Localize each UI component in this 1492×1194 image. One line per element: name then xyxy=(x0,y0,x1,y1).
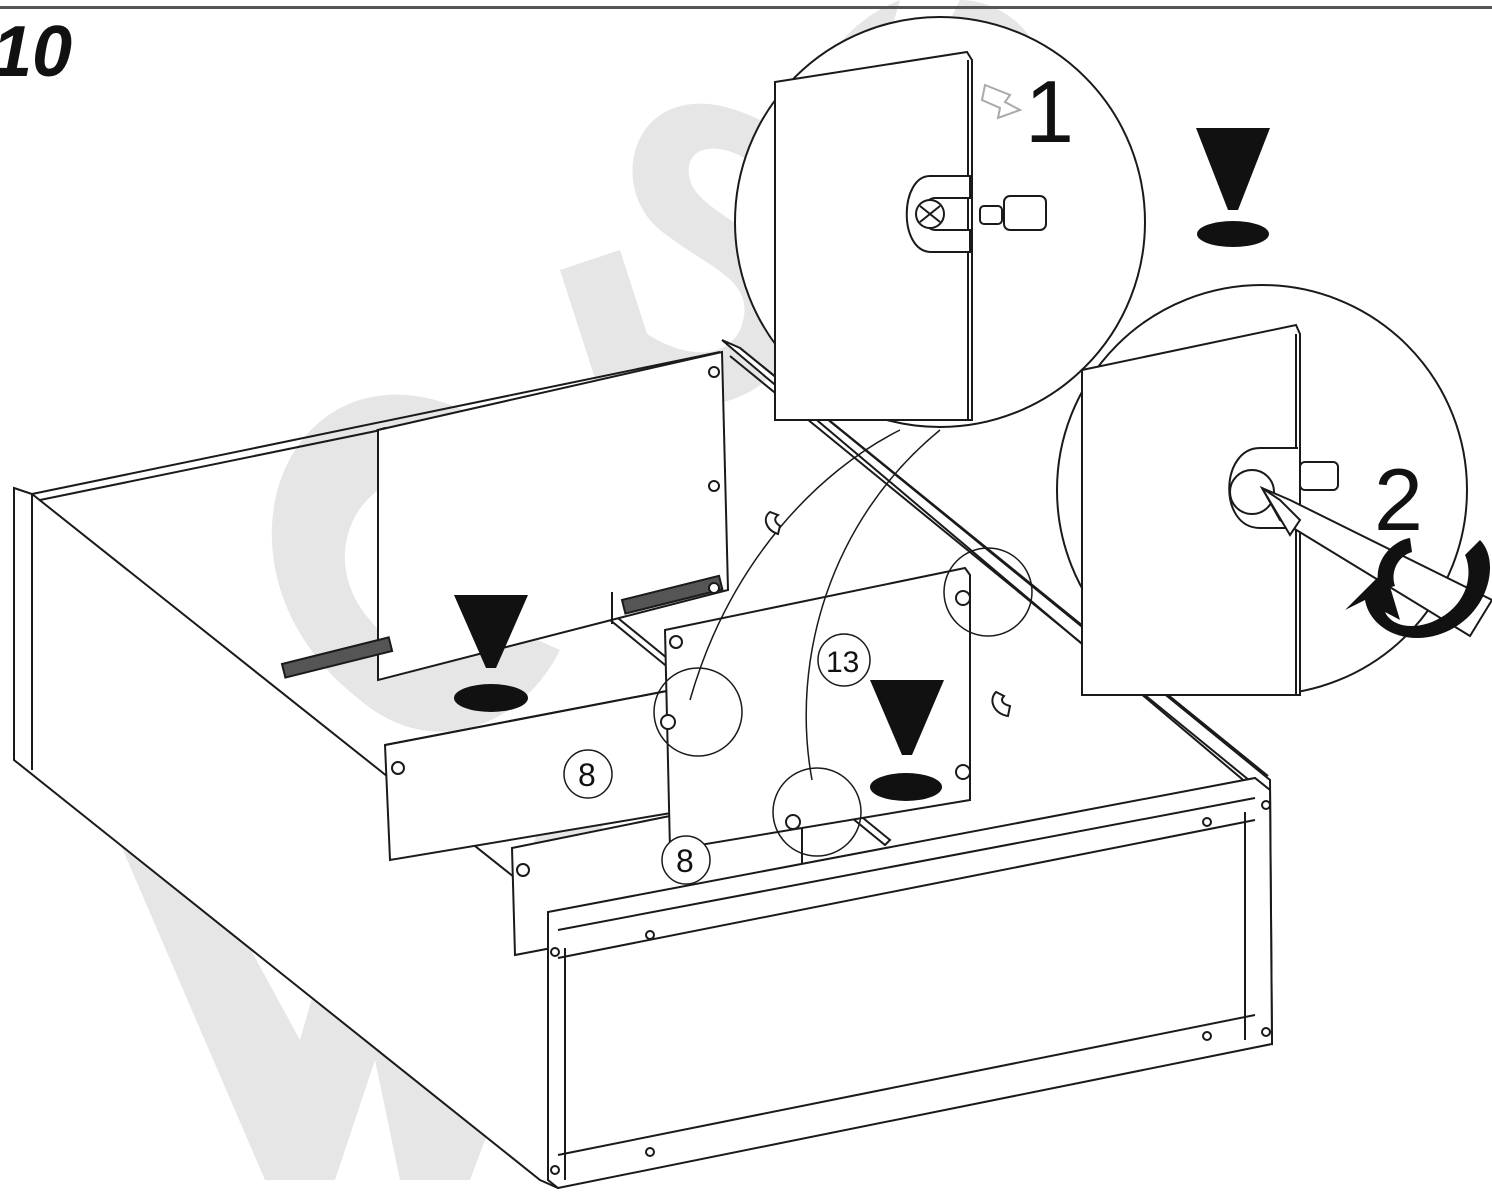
cam-lock-icon xyxy=(905,175,971,253)
clip-marks xyxy=(764,510,1012,718)
part-label-13: 13 xyxy=(817,633,871,687)
part-label-8-lower: 8 xyxy=(661,835,711,885)
step-number: 10 xyxy=(0,12,73,92)
part-number-8-upper: 8 xyxy=(578,757,596,793)
detail-1-number: 1 xyxy=(1025,62,1074,161)
detail-2-zoom: 2 xyxy=(1056,284,1492,696)
dowel-icon xyxy=(979,195,1047,231)
top-rule xyxy=(0,6,1492,9)
insert-arrow-icon xyxy=(980,83,1023,120)
detail-1-zoom: 1 xyxy=(734,16,1146,428)
part-label-8-upper: 8 xyxy=(563,749,613,799)
screw-holes xyxy=(391,366,1271,1175)
rotate-arrow-icon xyxy=(1345,538,1490,639)
part-number-13: 13 xyxy=(826,646,859,679)
attention-icon xyxy=(1196,128,1270,247)
detail-2-number: 2 xyxy=(1374,450,1423,549)
front-rail xyxy=(547,776,1274,1190)
part-number-8-lower: 8 xyxy=(676,843,694,879)
attention-icon xyxy=(870,680,944,801)
attention-icon xyxy=(454,595,528,712)
screwdriver-icon xyxy=(1259,485,1492,638)
